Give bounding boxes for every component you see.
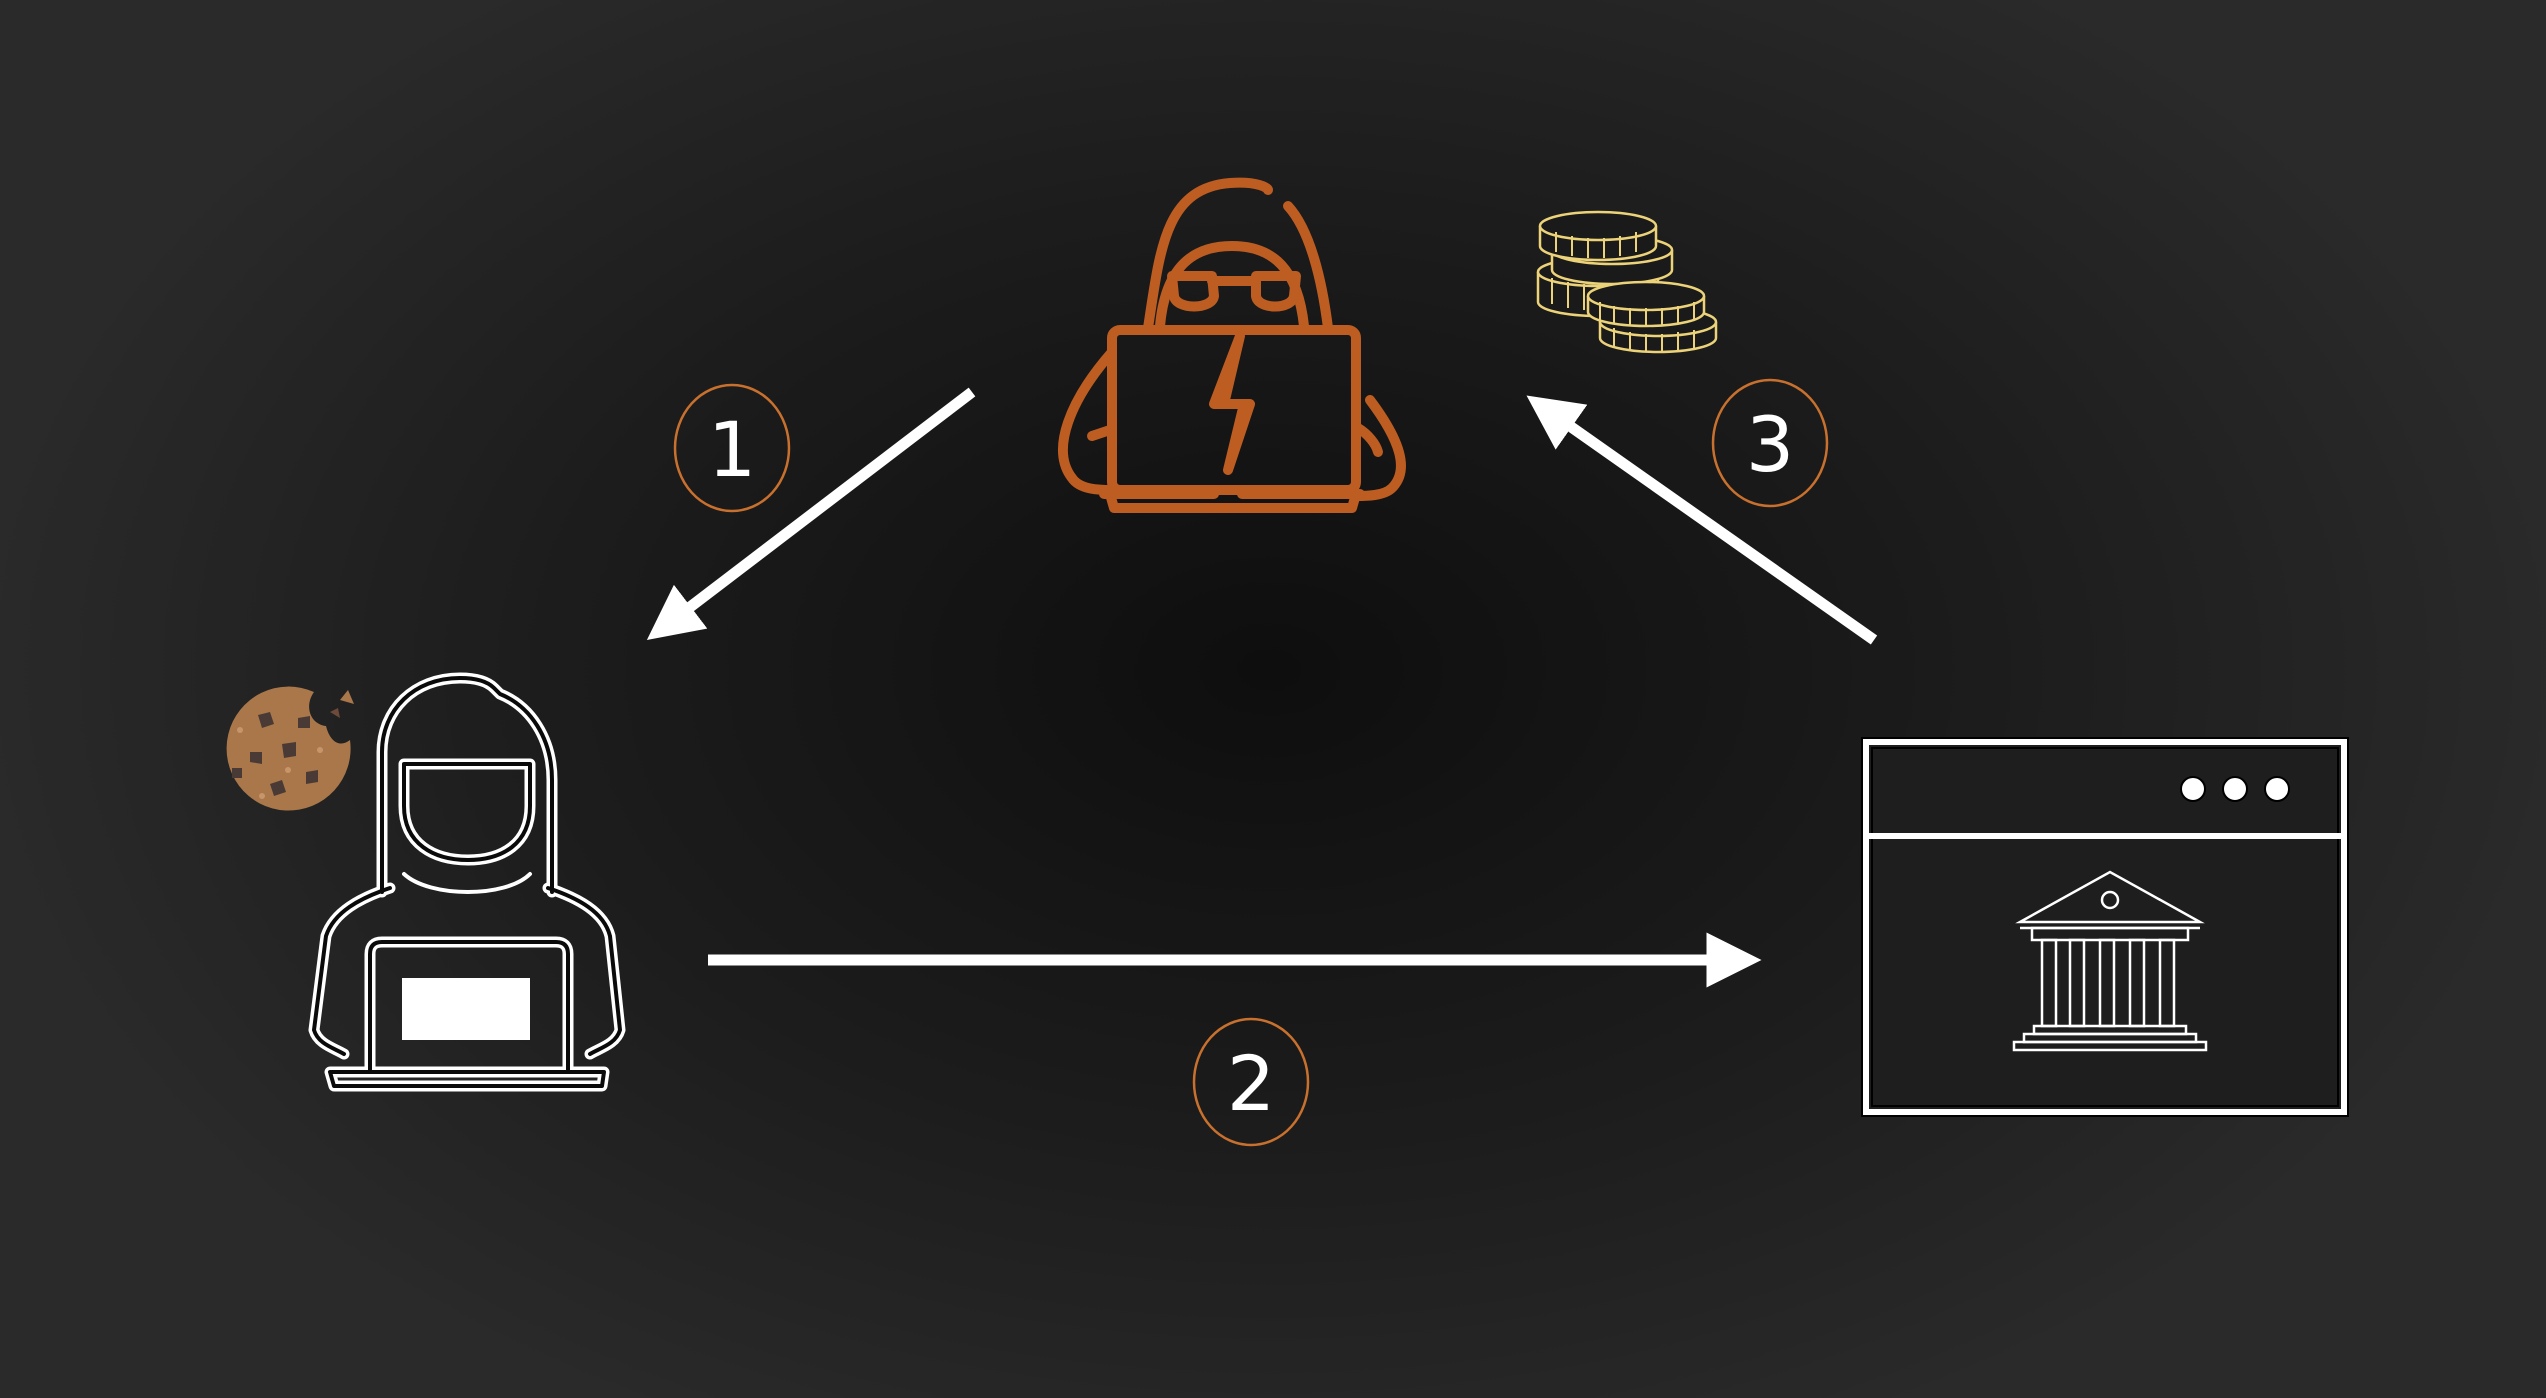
user-at-laptop-icon	[308, 672, 626, 1092]
step-badge-3: 3	[1711, 378, 1829, 508]
step-badge-1: 1	[673, 383, 791, 513]
bank-building-icon	[2012, 870, 2208, 1052]
arrow-step-1	[646, 387, 976, 641]
window-dot-icon	[2180, 776, 2206, 802]
window-dot-icon	[2264, 776, 2290, 802]
arrow-step-3	[1526, 395, 1878, 645]
step-number-3: 3	[1746, 400, 1794, 489]
step-badge-2: 2	[1192, 1017, 1310, 1147]
window-dot-icon	[2222, 776, 2248, 802]
hooded-hacker-icon	[1058, 177, 1406, 513]
coin-stack-icon	[1536, 210, 1718, 354]
window-controls	[2180, 776, 2290, 802]
step-number-1: 1	[708, 405, 756, 494]
bank-website-icon	[1861, 737, 2349, 1117]
cookie-icon	[226, 686, 354, 811]
step-number-2: 2	[1227, 1039, 1275, 1128]
laptop-screen-panel	[402, 978, 530, 1040]
